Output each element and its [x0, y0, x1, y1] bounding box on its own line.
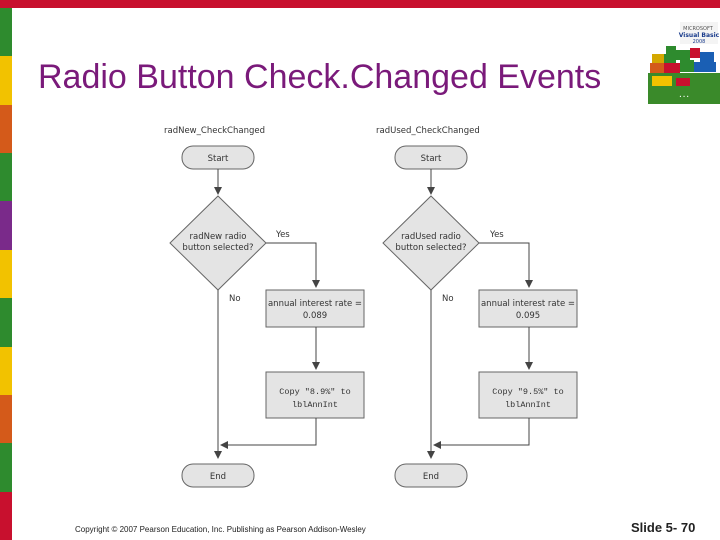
decision-label-line1: radUsed radio	[401, 232, 461, 242]
end-label: End	[423, 472, 439, 482]
copy-text-box	[265, 371, 365, 419]
end-terminal	[181, 463, 255, 488]
decision-label-line2: button selected?	[182, 243, 253, 253]
start-label: Start	[421, 154, 442, 164]
assign-rate-box	[265, 289, 365, 328]
left-flowchart: radNew_CheckChanged Start radNew radio b…	[164, 126, 365, 488]
color-bar-segment	[0, 8, 12, 57]
decision-label-line2: button selected?	[395, 243, 466, 253]
copy-label-line2: lblAnnInt	[505, 400, 551, 410]
color-bar-segment	[0, 443, 12, 492]
start-label: Start	[208, 154, 229, 164]
yes-label: Yes	[489, 230, 504, 240]
left-color-bar	[0, 8, 12, 540]
yes-label: Yes	[275, 230, 290, 240]
visual-basic-2008-book-cover-icon: MICROSOFT Visual Basic 2008 • • •	[648, 20, 720, 104]
color-bar-segment	[0, 104, 12, 154]
svg-text:2008: 2008	[693, 39, 706, 45]
color-bar-segment	[0, 249, 12, 299]
assign-label-line1: annual interest rate =	[268, 299, 362, 309]
assign-label-line1: annual interest rate =	[481, 299, 575, 309]
assign-label-line2: 0.095	[516, 311, 540, 321]
color-bar-segment	[0, 346, 12, 395]
decision-label-line1: radNew radio	[189, 232, 246, 242]
svg-text:MICROSOFT: MICROSOFT	[683, 26, 714, 32]
no-label: No	[442, 294, 454, 304]
assign-rate-box	[478, 289, 578, 328]
left-flowchart-header: radNew_CheckChanged	[164, 126, 265, 136]
assign-label-line2: 0.089	[303, 311, 327, 321]
copy-label-line1: Copy "8.9%" to	[279, 387, 350, 397]
svg-text:Visual Basic: Visual Basic	[679, 32, 720, 39]
color-bar-segment	[0, 201, 12, 250]
right-flowchart: radUsed_CheckChanged Start radUsed radio…	[376, 126, 578, 488]
end-terminal	[394, 463, 468, 488]
color-bar-segment	[0, 153, 12, 202]
no-label: No	[229, 294, 241, 304]
svg-text:• • •: • • •	[679, 94, 689, 99]
copy-label-line1: Copy "9.5%" to	[492, 387, 563, 397]
top-accent-bar	[0, 0, 720, 8]
slide-title: Radio Button Check.Changed Events	[38, 58, 602, 96]
copyright-footer: Copyright © 2007 Pearson Education, Inc.…	[75, 525, 366, 534]
color-bar-segment	[0, 298, 12, 347]
end-label: End	[210, 472, 226, 482]
color-bar-segment	[0, 394, 12, 444]
copy-text-box	[478, 371, 578, 419]
right-flowchart-header: radUsed_CheckChanged	[376, 126, 480, 136]
slide-number: Slide 5- 70	[631, 520, 696, 535]
color-bar-segment	[0, 491, 12, 540]
copy-label-line2: lblAnnInt	[292, 400, 338, 410]
color-bar-segment	[0, 56, 12, 105]
